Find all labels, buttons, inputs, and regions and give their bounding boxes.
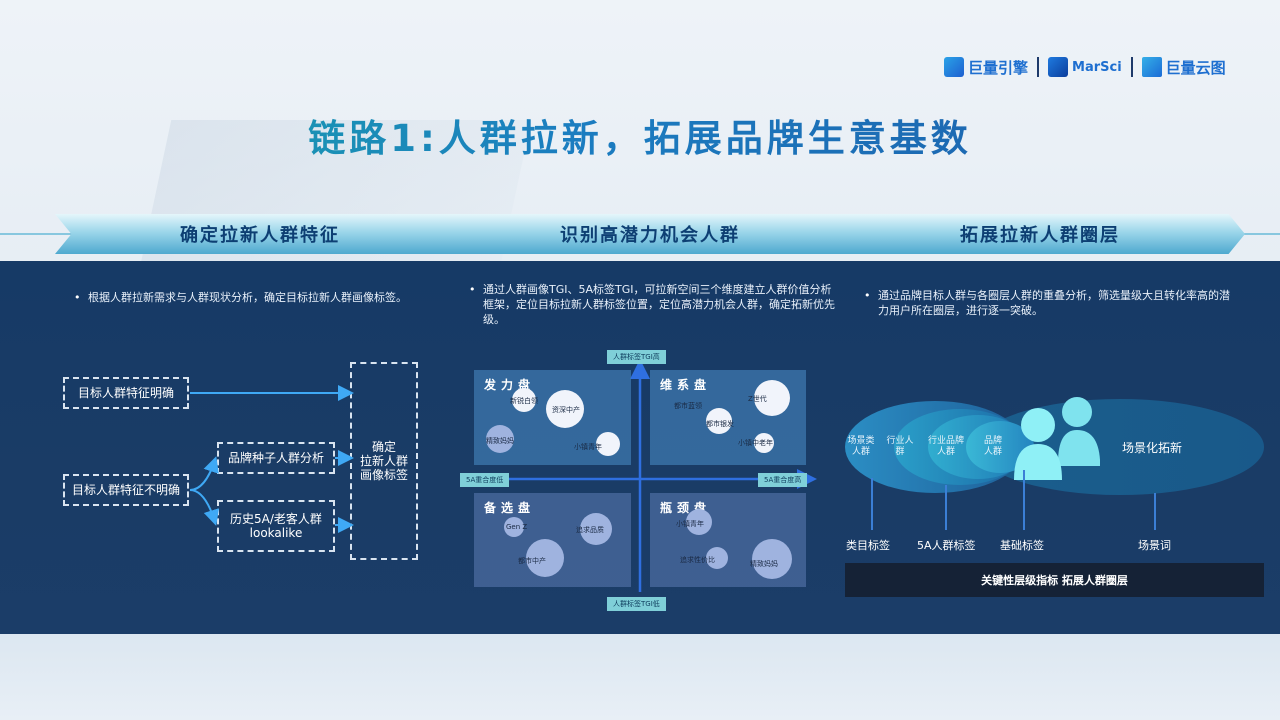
axis-tag-left: 5A重合度低: [460, 473, 510, 487]
marsci-logo-text: MarSci: [1072, 59, 1122, 75]
ocean-engine-logo-text: 巨量引擎: [968, 58, 1029, 77]
bubble: [754, 433, 774, 453]
logo-bar: 巨量引擎 MarSci 巨量云图: [944, 55, 1226, 79]
logo-divider: [1037, 57, 1040, 77]
bubble-label: 精致妈妈: [486, 437, 514, 445]
step3-description: 通过品牌目标人群与各圈层人群的重叠分析，筛选量级大且转化率高的潜力用户所在圈层，…: [864, 288, 1236, 318]
step-header-1: 确定拉新人群特征: [55, 214, 465, 254]
bottom-band: [0, 634, 1280, 720]
step1-description: 根据人群拉新需求与人群现状分析，确定目标拉新人群画像标签。: [74, 290, 448, 305]
quadrant-pingjing: 瓶颈盘 小镇青年 追求性价比 精致妈妈: [650, 493, 806, 587]
bubble-label: 资深中产: [552, 406, 580, 414]
bubble-label: 小镇中老年: [738, 439, 773, 447]
yuntu-logo-text: 巨量云图: [1165, 58, 1226, 77]
bubble-label: 追求性价比: [680, 556, 715, 564]
ocean-engine-logo-icon: [944, 57, 964, 77]
box-lookalike-line1: 历史5A/老客人群: [230, 512, 322, 526]
bubble: [546, 390, 584, 428]
box-lookalike: 历史5A/老客人群 lookalike: [217, 500, 335, 552]
bubble-label: 都市蓝领: [674, 402, 702, 410]
box-unclear-feature: 目标人群特征不明确: [63, 474, 189, 506]
bubble: [504, 517, 524, 537]
bubble: [512, 388, 536, 412]
logo-divider: [1130, 57, 1133, 77]
marsci-logo: MarSci: [1048, 57, 1122, 77]
box-result-line1: 确定: [371, 440, 396, 454]
arrow-to-lookalike: [189, 489, 220, 526]
ring-label-scene: 场景类人群: [847, 436, 875, 457]
quadrant-title: 备选盘: [484, 501, 536, 515]
ocean-engine-logo: 巨量引擎: [944, 57, 1028, 78]
bubble-label: 追求品质: [576, 526, 604, 534]
bubble-label: 小镇青年: [676, 520, 704, 528]
bubble-label: Z世代: [748, 395, 767, 403]
bubble: [596, 432, 620, 456]
axis-tag-top: 人群标签TGI高: [607, 350, 666, 364]
step-header-2: 识别高潜力机会人群: [445, 214, 855, 254]
bubble-label: 新锐白领: [510, 397, 538, 405]
label-5a-tag: 5A人群标签: [917, 539, 976, 552]
ring-label-industry: 行业人群: [886, 436, 914, 457]
quadrant-title: 维系盘: [660, 378, 712, 392]
bubble-label: Gen Z: [506, 523, 528, 531]
bubble: [754, 380, 790, 416]
axis-tag-right: 5A重合度高: [758, 473, 808, 487]
label-category-tag: 类目标签: [846, 539, 890, 552]
box-result-line3: 画像标签: [359, 468, 408, 482]
axis-tag-bottom: 人群标签TGI低: [607, 597, 666, 611]
yuntu-logo-icon: [1141, 57, 1162, 77]
bubble: [486, 425, 514, 453]
bubble-label: 都市银发: [706, 420, 734, 428]
bubble: [686, 509, 712, 535]
label-basic-tag: 基础标签: [1000, 539, 1044, 552]
label-scene-word: 场景词: [1138, 539, 1171, 552]
bubble-label: 都市中产: [518, 557, 546, 565]
bubble: [526, 539, 564, 577]
ring-label-industry-brand: 行业品牌人群: [927, 436, 964, 457]
people-icon: [1014, 397, 1100, 480]
box-clear-feature: 目标人群特征明确: [63, 377, 189, 409]
yuntu-logo: 巨量云图: [1141, 57, 1226, 78]
box-result-line2: 拉新人群: [359, 454, 408, 468]
step2-description: 通过人群画像TGI、5A标签TGI，可拉新空间三个维度建立人群价值分析框架，定位…: [469, 282, 841, 327]
quadrant-beixuan: 备选盘 Gen Z 追求品质 都市中产: [474, 493, 631, 587]
scene-expansion-label: 场景化拓新: [1122, 441, 1183, 455]
ring-label-brand: 品牌人群: [983, 436, 1002, 457]
bubble: [706, 547, 728, 569]
bubble: [706, 408, 732, 434]
page-title: 链路1:人群拉新，拓展品牌生意基数: [0, 108, 1280, 162]
box-lookalike-line2: lookalike: [249, 526, 303, 540]
bubble: [580, 513, 612, 545]
quadrant-fali: 发力盘 新锐白领 资深中产 精致妈妈 小镇青年: [474, 370, 631, 465]
bubble-label: 小镇青年: [574, 443, 602, 451]
marsci-logo-icon: [1048, 57, 1069, 77]
quadrant-weixi: 维系盘 都市蓝领 Z世代 都市银发 小镇中老年: [650, 370, 806, 465]
bubble-label: 精致妈妈: [750, 560, 778, 568]
bubble: [752, 539, 792, 579]
step-header-3: 拓展拉新人群圈层: [835, 214, 1245, 254]
key-metric-bar: 关键性层级指标 拓展人群圈层: [845, 563, 1264, 597]
